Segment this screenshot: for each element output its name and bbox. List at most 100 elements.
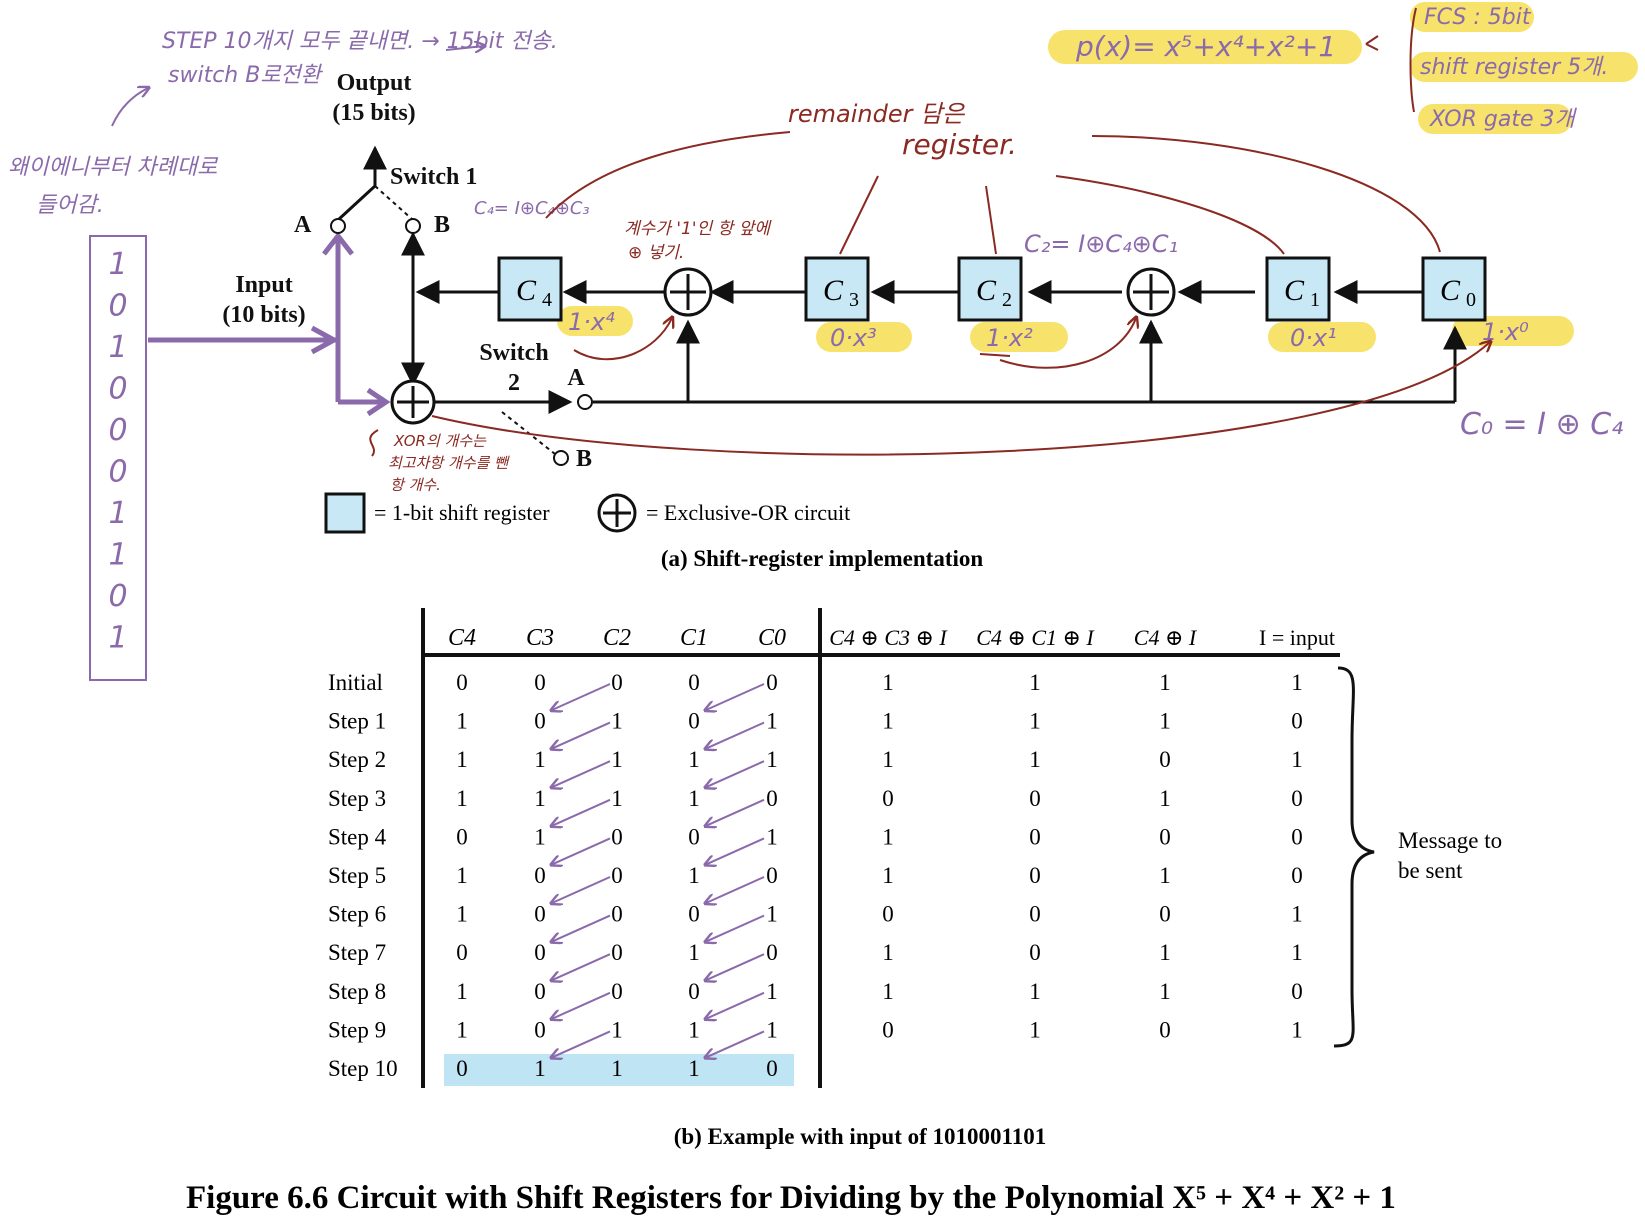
- input-note-1: 왜이에니부터 차례대로: [8, 155, 219, 180]
- reg-cell: 0: [611, 902, 623, 927]
- input-bit: 0: [108, 455, 127, 490]
- reg-cell: 1: [534, 747, 546, 772]
- input-bit: 0: [108, 579, 127, 614]
- reg-cell: 1: [688, 1017, 700, 1042]
- annotations-purple: STEP 10개지 모두 끝내면. → 15bit 전송. switch B로전…: [8, 5, 1623, 442]
- xor-gate-note: XOR gate 3개: [1429, 107, 1577, 132]
- shift-arrow: [706, 683, 765, 710]
- input-bit: 0: [108, 372, 127, 407]
- reg-cell: 1: [688, 863, 700, 888]
- shift-arrow: [706, 1030, 765, 1057]
- legend-register-text: = 1-bit shift register: [374, 500, 550, 525]
- shift-arrow: [706, 798, 765, 826]
- xor-cell: 0: [882, 786, 894, 811]
- input-bit: 0: [108, 413, 127, 448]
- row-label: Step 8: [328, 979, 386, 1004]
- reg-cell: 0: [688, 670, 700, 695]
- switch-terminals: [330, 218, 593, 466]
- reg-cell: 1: [456, 709, 468, 734]
- xor-cell: 0: [1159, 1017, 1171, 1042]
- annotations-red: remainder 담은 register. 계수가 '1'인 항 앞에 ⊕ 넣…: [388, 100, 1017, 494]
- xor-gate-c4: [663, 267, 713, 317]
- shift-arrow: [552, 876, 611, 903]
- shift-arrow: [706, 914, 765, 942]
- input-bit: 1: [108, 330, 127, 365]
- xor-cell: 1: [1291, 670, 1303, 695]
- reg-header: C0: [758, 625, 786, 651]
- shift-arrow: [706, 953, 765, 980]
- register-sub: 3: [849, 289, 859, 311]
- output-label: Output: [337, 70, 412, 96]
- xor-cell: 1: [1029, 709, 1041, 734]
- reg-cell: 0: [534, 670, 546, 695]
- xor-cell: 1: [882, 863, 894, 888]
- output-bits: (15 bits): [332, 100, 415, 126]
- yellow-highlights: [557, 2, 1638, 352]
- xor-cell: 1: [1159, 709, 1171, 734]
- input-bit: 1: [108, 496, 127, 531]
- c4-eq: C₄= I⊕C₄⊕C₃: [474, 198, 590, 219]
- c0-eq: C₀ = I ⊕ C₄: [1460, 407, 1623, 442]
- input-bits-vertical: 1010001101: [108, 247, 127, 656]
- reg-header: C2: [603, 625, 631, 651]
- xor-cell: 1: [1159, 979, 1171, 1004]
- xor-cell: 1: [1291, 902, 1303, 927]
- shift-reg-note: shift register 5개.: [1420, 55, 1608, 80]
- coef-note-2: ⊕ 넣기.: [628, 243, 684, 263]
- xor-cell: 1: [1029, 747, 1041, 772]
- xor-note-3: 항 개수.: [390, 476, 441, 494]
- reg-cell: 0: [611, 863, 623, 888]
- register-label: C: [516, 274, 537, 307]
- xor-header: C4 ⊕ C1 ⊕ I: [976, 625, 1095, 650]
- reg-cell: 1: [766, 824, 778, 849]
- shift-arrow: [552, 798, 611, 826]
- switch1-b: B: [434, 212, 450, 238]
- shift-arrow: [706, 760, 765, 787]
- caption-a: (a) Shift-register implementation: [661, 546, 984, 571]
- xor-cell: 1: [882, 670, 894, 695]
- reg-cell: 1: [611, 747, 623, 772]
- reg-cell: 1: [688, 1056, 700, 1081]
- term-c4: 1·x⁴: [568, 308, 615, 336]
- xor-gate-feedback: [390, 379, 436, 425]
- shift-arrow: [552, 837, 611, 864]
- legend-register-icon: [324, 492, 366, 534]
- shift-arrow: [552, 760, 611, 787]
- row-label: Step 7: [328, 940, 386, 965]
- reg-cell: 1: [456, 1017, 468, 1042]
- shift-arrow: [706, 837, 765, 864]
- shift-arrow: [552, 914, 611, 942]
- xor-cell: 0: [1029, 863, 1041, 888]
- switch2-b: B: [576, 446, 592, 472]
- xor-cell: 0: [1029, 824, 1041, 849]
- input-bit: 1: [108, 621, 127, 656]
- shift-arrow: [552, 991, 611, 1019]
- reg-cell: 1: [456, 979, 468, 1004]
- reg-cell: 1: [611, 1017, 623, 1042]
- step-note-1: STEP 10개지 모두 끝내면. → 15bit 전송.: [162, 29, 558, 54]
- reg-header: C4: [448, 625, 476, 651]
- reg-cell: 1: [534, 786, 546, 811]
- row-label: Step 1: [328, 709, 386, 734]
- register-label: C: [976, 274, 997, 307]
- reg-cell: 1: [456, 863, 468, 888]
- shift-arrow: [552, 953, 611, 980]
- xor-cell: 1: [1291, 940, 1303, 965]
- xor-cell: 0: [882, 902, 894, 927]
- reg-cell: 0: [766, 1056, 778, 1081]
- reg-cell: 0: [611, 824, 623, 849]
- xor-cell: 0: [1029, 786, 1041, 811]
- shift-arrow: [706, 721, 765, 749]
- message-brace: [1333, 666, 1375, 1048]
- xor-cell: 0: [1291, 979, 1303, 1004]
- switch2-label: Switch: [479, 340, 548, 366]
- xor-cell: 0: [882, 1017, 894, 1042]
- xor-cell: 1: [1159, 786, 1171, 811]
